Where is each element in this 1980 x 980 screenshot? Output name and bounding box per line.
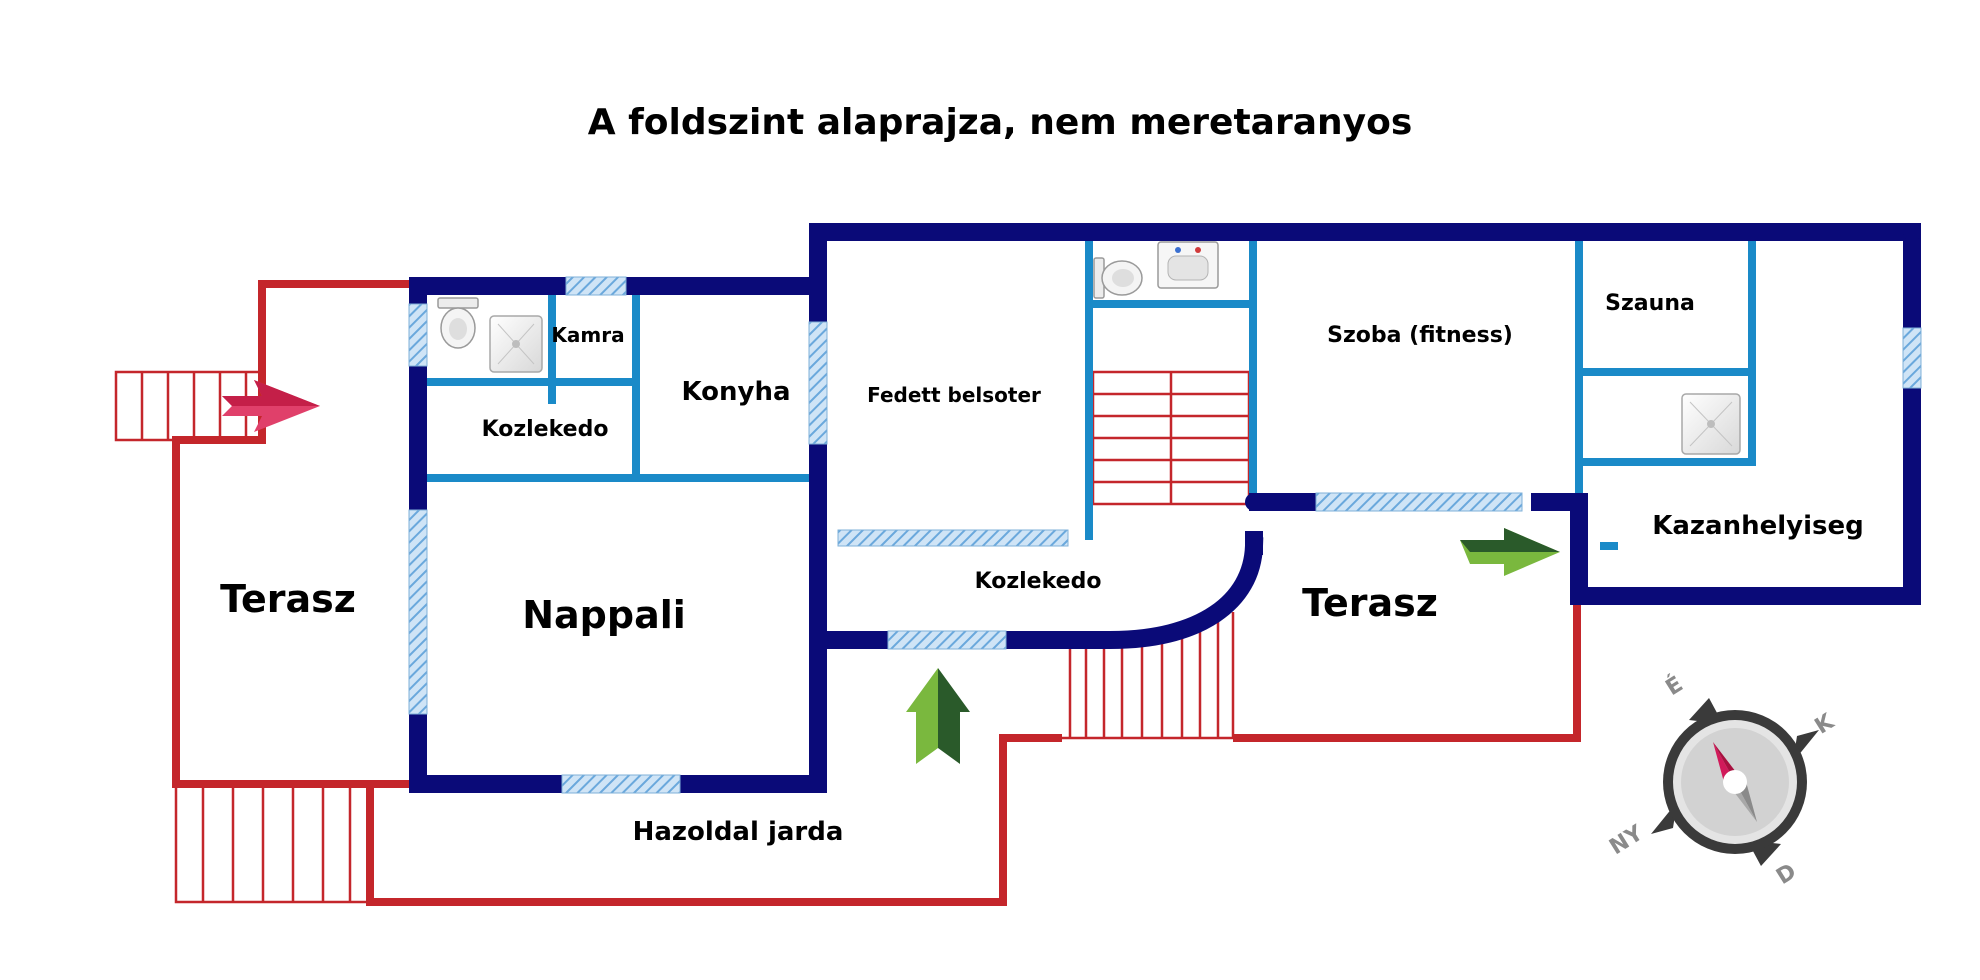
garden-arrow-right-icon — [1460, 528, 1560, 576]
toilet-icon — [437, 297, 479, 349]
compass-east-label: K — [1811, 709, 1840, 740]
room-label-kazanhelyiseg: Kazanhelyiseg — [1652, 511, 1864, 541]
room-label-konyha: Konyha — [681, 377, 790, 407]
room-label-fedett-belsoter: Fedett belsoter — [867, 383, 1041, 407]
room-label-terasz-west: Terasz — [220, 577, 356, 621]
room-label-szauna: Szauna — [1605, 291, 1695, 316]
compass-north-label: É — [1661, 671, 1688, 701]
room-label-szoba-fitness: Szoba (fitness) — [1327, 323, 1513, 348]
sink-icon — [1157, 241, 1219, 289]
room-label-nappali: Nappali — [522, 593, 686, 637]
entrance-arrow-icon — [222, 380, 320, 432]
shower-icon — [1681, 393, 1741, 455]
room-label-terasz-east: Terasz — [1302, 581, 1438, 625]
page-title: A foldszint alaprajza, nem meretaranyos — [588, 102, 1413, 143]
shower-icon — [489, 315, 543, 373]
center-south-stairs — [1062, 612, 1235, 740]
room-label-kamra: Kamra — [551, 323, 624, 347]
southwest-stairs — [174, 784, 372, 904]
garden-arrow-up-icon — [906, 668, 970, 764]
windows — [408, 276, 1922, 794]
compass-south-label: D — [1772, 859, 1801, 890]
wall-caps — [1245, 223, 1921, 555]
toilet-icon — [1093, 257, 1143, 299]
room-label-hazoldal-jarda: Hazoldal jarda — [633, 817, 844, 847]
room-label-kozlekedo-center: Kozlekedo — [975, 569, 1102, 594]
compass-west-label: NY — [1605, 820, 1648, 860]
room-label-kozlekedo-small: Kozlekedo — [482, 417, 609, 442]
interior-walls — [426, 232, 1756, 550]
compass-icon — [1651, 698, 1819, 866]
interior-stairs — [1091, 370, 1251, 506]
